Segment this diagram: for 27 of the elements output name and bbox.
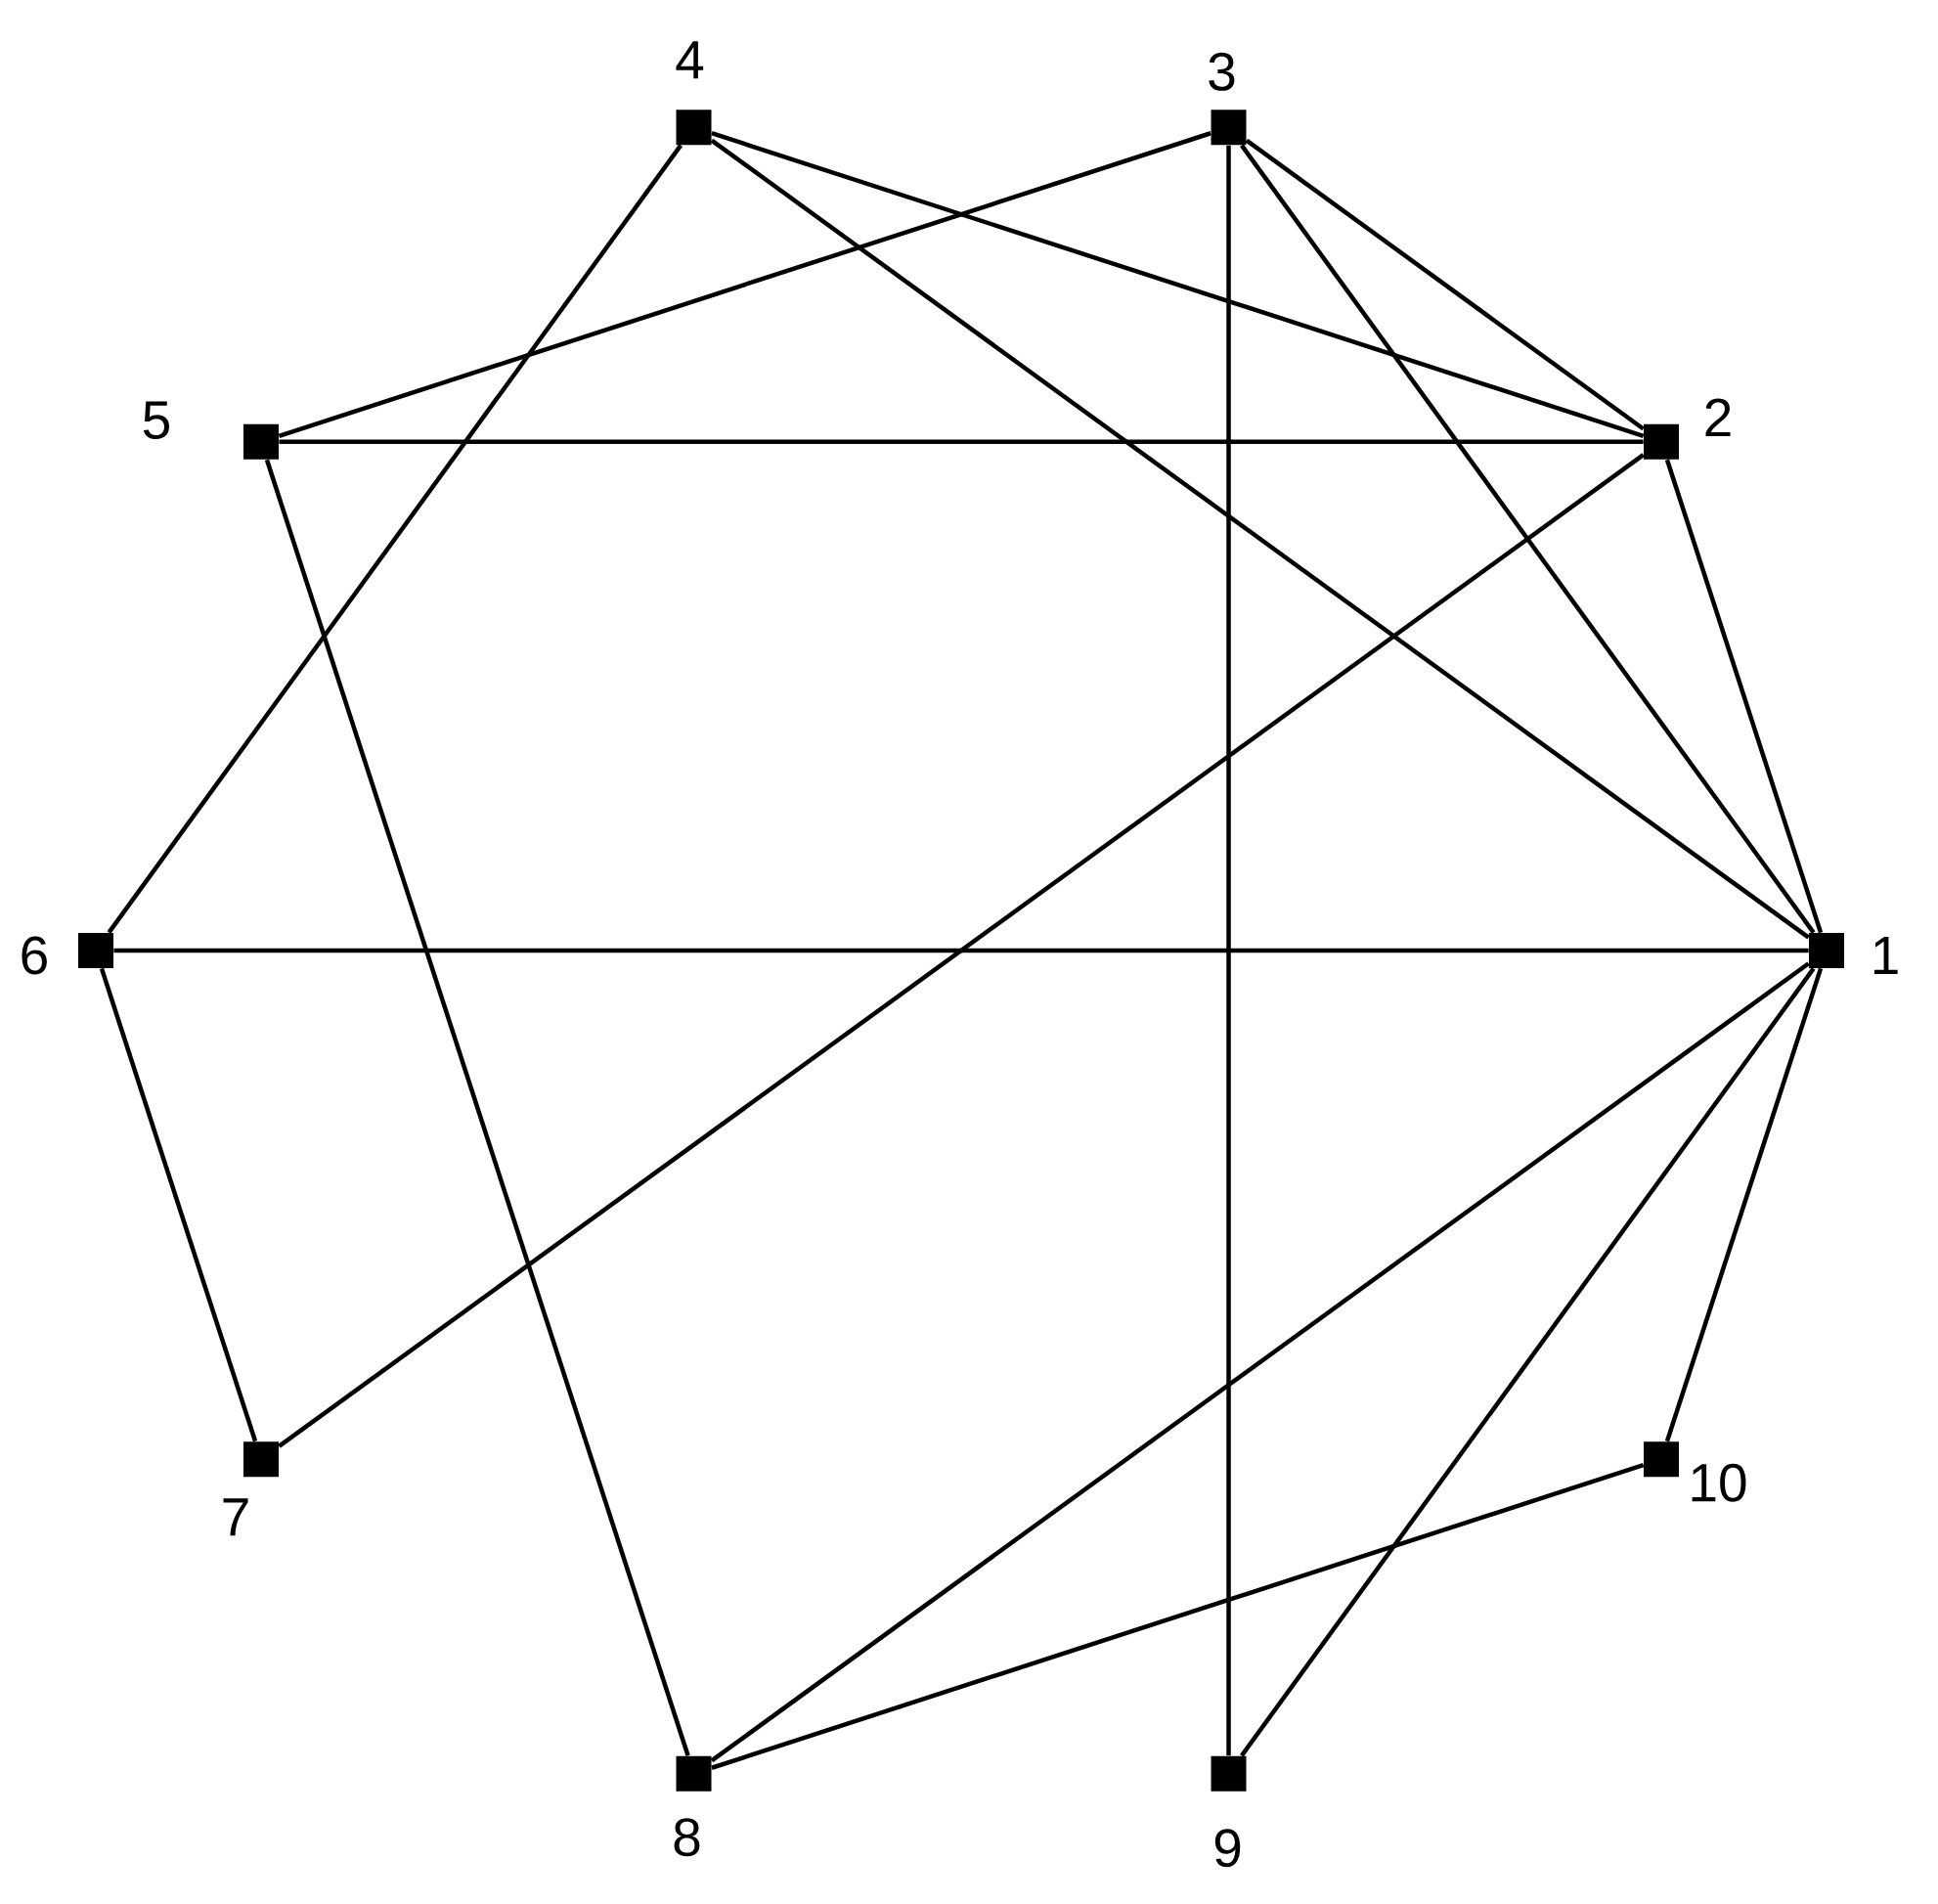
edge-line [710,961,1810,1763]
node-label: 3 [1209,52,1235,91]
node-label: 2 [1705,398,1731,436]
node-label: 6 [22,936,47,975]
node-label: 9 [1214,1829,1241,1868]
edge-line [279,439,1644,445]
node-label: 5 [143,401,169,439]
node-label: 4 [676,41,704,79]
edge-line [278,453,1645,1448]
edge-line [1664,967,1824,1442]
edge-line [711,1463,1645,1770]
edge-line [264,459,690,1756]
edge-line [278,131,1211,438]
node-label: 7 [223,1498,248,1536]
node-label: 8 [674,1818,700,1857]
edge-line [113,948,1809,953]
edge-line [1245,138,1645,431]
edge-line [1664,459,1824,934]
edge-line [107,144,683,934]
node-label: 1 [1873,937,1898,974]
edge-line [710,138,1810,940]
edge-line [1226,145,1231,1756]
edge-line [711,131,1645,438]
edge-line [1240,144,1816,934]
edge-line [1240,967,1816,1757]
edge-line [99,967,258,1442]
node-label: 10 [1692,1463,1746,1502]
